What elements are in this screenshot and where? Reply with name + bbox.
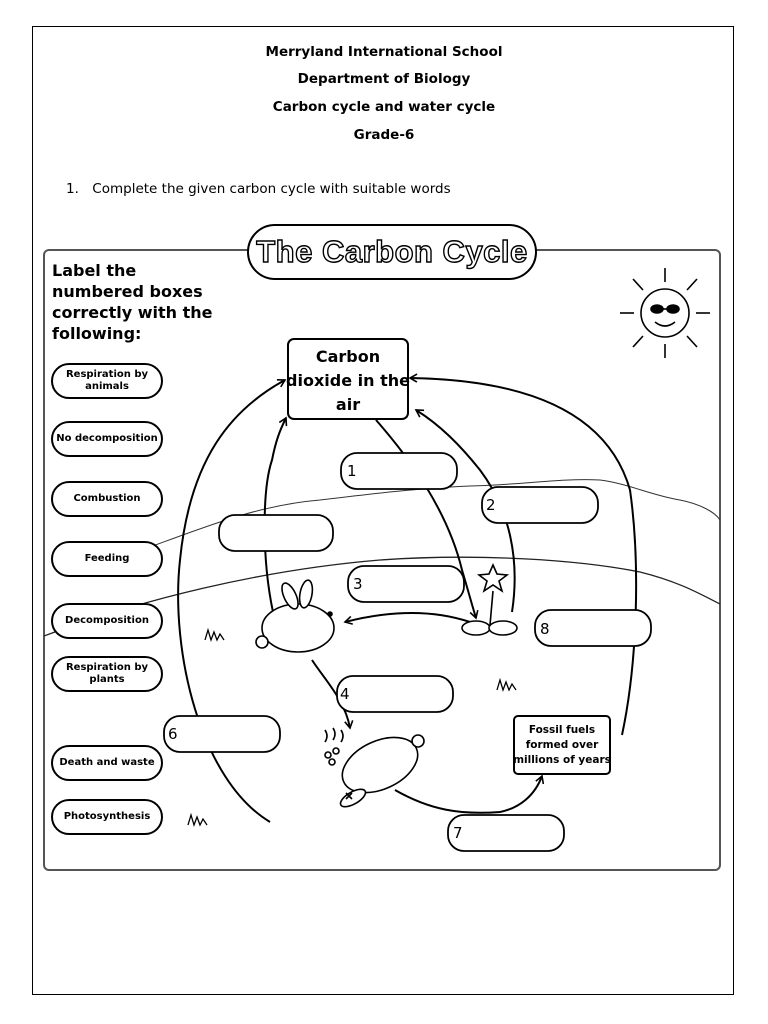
answer-box-unnumbered — [218, 514, 334, 552]
arrow-right-outer — [408, 373, 638, 736]
grass-icon — [187, 627, 517, 828]
answer-box-7 — [447, 814, 565, 852]
sun-icon — [620, 268, 710, 358]
co2-label-line3: air — [336, 395, 360, 414]
arrow-dead-to-fossil — [394, 774, 545, 814]
word-bank-item: Respiration by plants — [51, 656, 163, 692]
answer-box-8-number: 8 — [540, 620, 550, 638]
question-1: 1. Complete the given carbon cycle with … — [66, 181, 451, 197]
worksheet-topic: Carbon cycle and water cycle — [272, 99, 496, 115]
question-text: Complete the given carbon cycle with sui… — [92, 181, 451, 197]
co2-label-line1: Carbon — [316, 347, 380, 366]
school-name: Merryland International School — [265, 44, 503, 60]
fossil-label-line1: Fossil fuels — [529, 724, 595, 736]
word-bank-item: Decomposition — [51, 603, 163, 639]
answer-box-4-number: 4 — [340, 685, 350, 703]
arrow-plant-up — [414, 409, 516, 613]
word-bank-item: Feeding — [51, 541, 163, 577]
co2-box — [287, 338, 409, 420]
instruction-text: Label the numbered boxes correctly with … — [52, 261, 213, 343]
fossil-label-line3: millions of years — [513, 754, 611, 766]
answer-box-6 — [163, 715, 281, 753]
fossil-fuels-box — [513, 715, 611, 775]
answer-box-3-number: 3 — [353, 575, 363, 593]
answer-box-2 — [481, 486, 599, 524]
arrow-left-inner — [263, 416, 288, 613]
arrow-left-outer — [177, 379, 287, 823]
word-bank-item: Photosynthesis — [51, 799, 163, 835]
answer-box-1 — [340, 452, 458, 490]
arrow-rabbit-to-dead — [311, 659, 354, 730]
grade-label: Grade-6 — [353, 127, 415, 143]
word-bank-item: Respiration by animals — [51, 363, 163, 399]
ground-line-lower — [43, 556, 721, 637]
page-border — [32, 26, 734, 995]
word-bank-item: No decomposition — [51, 421, 163, 457]
answer-box-1-number: 1 — [347, 462, 357, 480]
answer-box-8 — [534, 609, 652, 647]
answer-box-6-number: 6 — [168, 725, 178, 743]
word-bank-item: Death and waste — [51, 745, 163, 781]
co2-label-line2: dioxide in the — [286, 371, 410, 390]
word-bank-item: Combustion — [51, 481, 163, 517]
ground-line-upper — [149, 479, 721, 548]
rabbit-icon — [255, 579, 335, 653]
answer-box-2-number: 2 — [486, 496, 496, 514]
department-name: Department of Biology — [297, 71, 471, 87]
fossil-label-line2: formed over — [526, 739, 599, 751]
dead-rabbit-icon — [324, 727, 425, 808]
arrow-plant-to-rabbit — [343, 612, 471, 625]
answer-box-4 — [336, 675, 454, 713]
worksheet-title: The Carbon Cycle — [247, 224, 537, 280]
plant-icon — [461, 563, 518, 636]
answer-box-3 — [347, 565, 465, 603]
question-number: 1. — [66, 181, 79, 197]
answer-box-7-number: 7 — [453, 824, 463, 842]
